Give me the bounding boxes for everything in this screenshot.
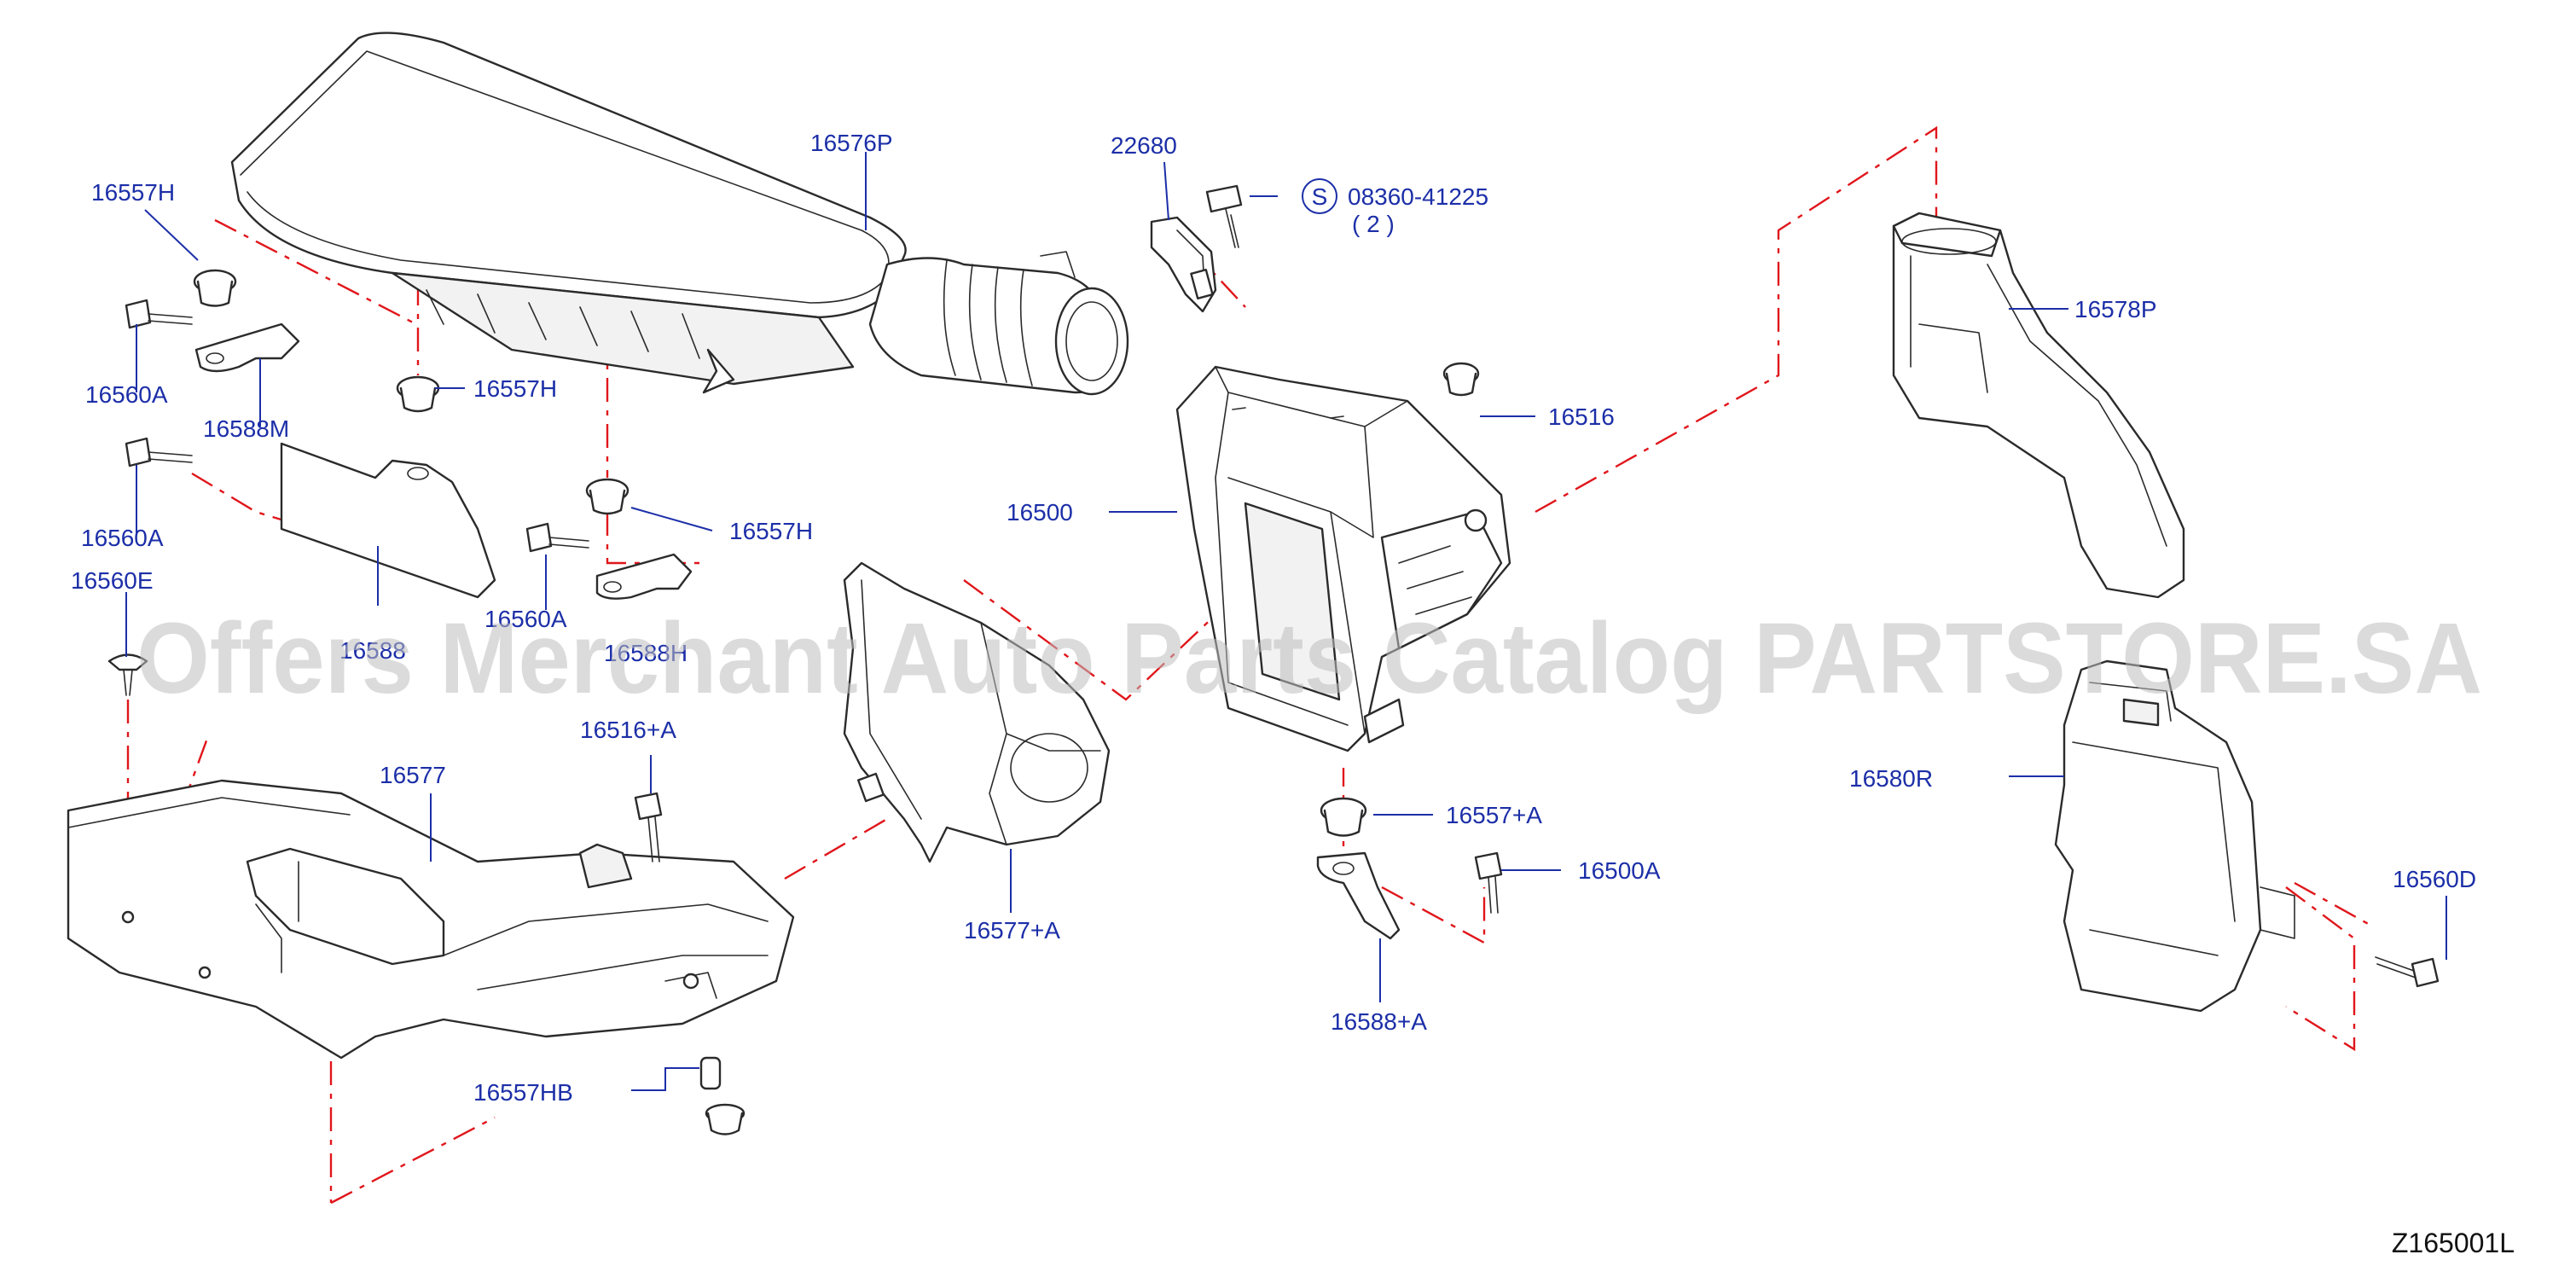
bolt-08360-icon [1205, 184, 1243, 248]
label-16588a[interactable]: 16588+A [1331, 1008, 1427, 1035]
label-16588m[interactable]: 16588M [203, 415, 289, 442]
label-08360-qty: ( 2 ) [1352, 211, 1395, 237]
sensor-22680 [1150, 216, 1217, 313]
label-16557a[interactable]: 16557+A [1446, 802, 1542, 828]
label-16577[interactable]: 16577 [380, 762, 446, 788]
bolt-16560a-c-icon [525, 522, 589, 553]
label-16560a-b[interactable]: 16560A [81, 525, 164, 551]
label-08360-41225[interactable]: 08360-41225 [1348, 183, 1488, 210]
label-16557h-b[interactable]: 16557H [473, 375, 557, 402]
bolt-16500a-icon [1474, 851, 1503, 914]
label-16500a[interactable]: 16500A [1578, 857, 1661, 884]
grommet-16557h-c-icon [585, 478, 629, 515]
plug-16557hb-icon [699, 1056, 746, 1135]
leader-lines [125, 152, 2447, 1091]
grommet-16557h-a-icon [193, 269, 237, 307]
duct-16577a [843, 561, 1111, 863]
diagram-code: Z165001L [2392, 1228, 2515, 1258]
label-16560a-c[interactable]: 16560A [484, 606, 567, 632]
grommet-16516-icon [1442, 362, 1480, 397]
label-16560a-a[interactable]: 16560A [85, 381, 168, 408]
duct-16578p [1892, 212, 2185, 599]
bolt-16560a-a-icon [125, 299, 193, 329]
label-16500[interactable]: 16500 [1007, 499, 1073, 526]
bracket-16588a-icon [1316, 851, 1401, 940]
label-16516[interactable]: 16516 [1548, 404, 1615, 430]
inlet-duct-16577 [67, 779, 795, 1060]
label-22680[interactable]: 22680 [1111, 132, 1177, 159]
bolt-16516a-icon [634, 792, 663, 862]
air-cleaner-16500 [1175, 365, 1511, 752]
label-16588-partial[interactable]: 16588 [339, 637, 406, 664]
grommet-16557h-b-icon [396, 375, 440, 413]
label-16516a[interactable]: 16516+A [580, 717, 676, 743]
label-16560e[interactable]: 16560E [71, 567, 154, 594]
resonator-16580r [2054, 659, 2295, 1013]
bracket-16588m-icon [194, 322, 300, 373]
label-16577a[interactable]: 16577+A [964, 917, 1060, 944]
bolt-16560a-b-icon [125, 437, 193, 467]
svg-text:S: S [1312, 183, 1328, 210]
part-labels: 16557H 16576P 22680 08360-41225 ( 2 ) 16… [71, 130, 2476, 1106]
bolt-16560d-icon [2375, 956, 2440, 988]
label-16557h-a[interactable]: 16557H [91, 179, 175, 206]
label-16557hb[interactable]: 16557HB [473, 1079, 573, 1106]
label-16557h-c[interactable]: 16557H [729, 518, 813, 544]
watermark-text: Offers Merchant Auto Parts Catalog PARTS… [136, 602, 2482, 715]
label-16578p[interactable]: 16578P [2074, 296, 2157, 322]
label-16576p[interactable]: 16576P [810, 130, 893, 156]
label-16588h-partial[interactable]: 16588H [604, 640, 688, 666]
air-duct-16576p [230, 32, 1129, 396]
grommet-16557a-icon [1320, 797, 1367, 837]
bracket-16588-long-icon [280, 442, 496, 599]
label-16580r[interactable]: 16580R [1849, 765, 1933, 792]
bracket-16588h-icon [595, 553, 693, 600]
s-mark-icon: S [1302, 178, 1337, 214]
clip-16560e-icon [107, 653, 148, 696]
label-16560d[interactable]: 16560D [2393, 866, 2476, 892]
